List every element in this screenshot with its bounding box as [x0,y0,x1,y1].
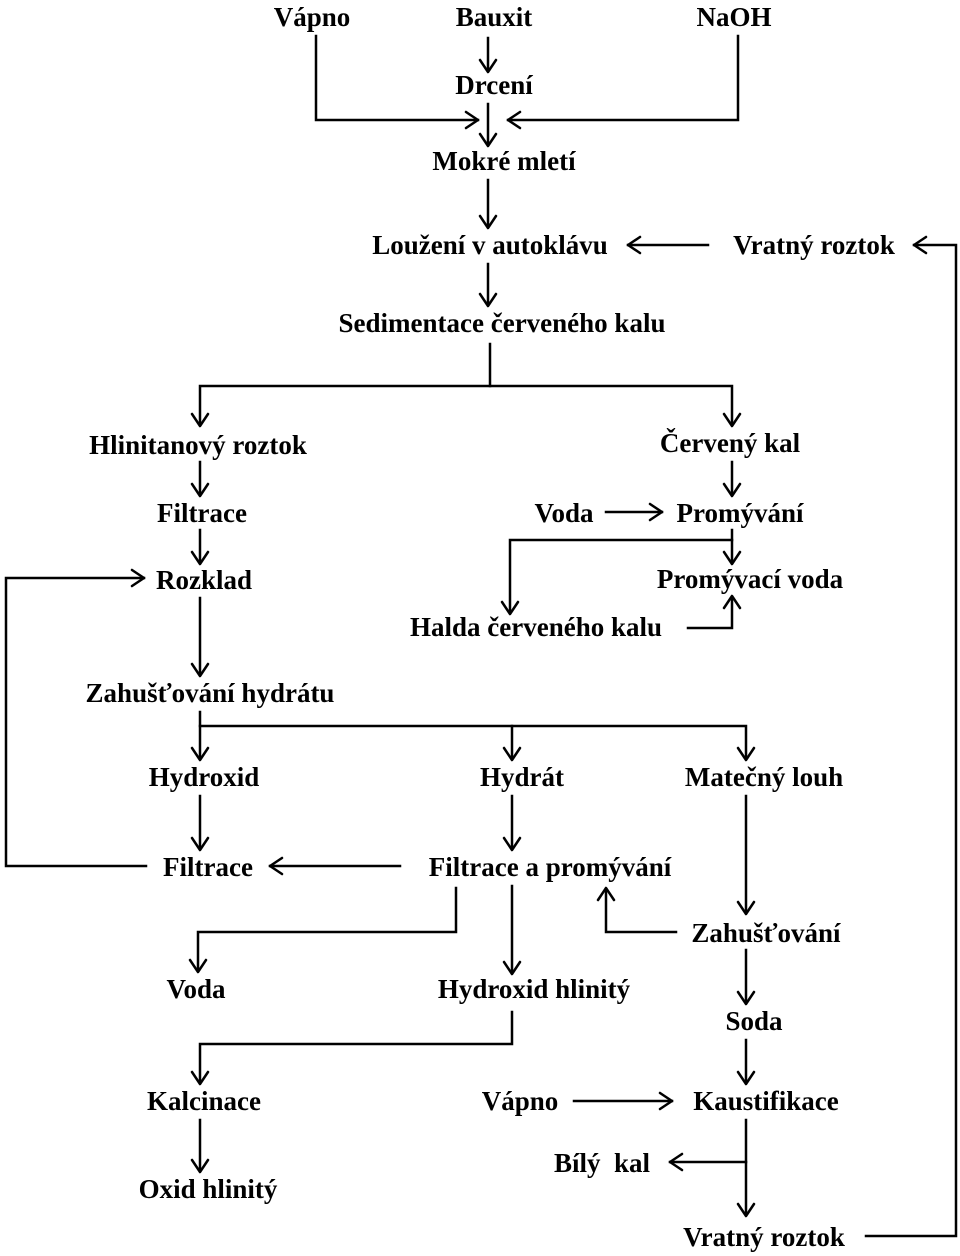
node-vapno-bottom: Vápno [482,1086,559,1116]
node-hydroxid: Hydroxid [149,762,260,792]
node-hlinitanovy-roztok: Hlinitanový roztok [89,430,307,460]
arrow-head [464,110,480,130]
arrow-head [190,1158,210,1174]
node-soda: Soda [725,1006,783,1036]
arrow-head [478,214,498,230]
arrow-head [190,412,210,428]
arrow-head [736,990,756,1006]
arrow-head [188,958,208,974]
node-promyvani: Promývání [677,498,804,528]
node-oxid-hlinity: Oxid hlinitý [139,1174,278,1204]
arrow-head [500,600,520,616]
arrow-head [190,662,210,678]
node-louzeni: Loužení v autoklávu [372,230,608,260]
node-naoh: NaOH [696,2,771,32]
node-promyvaci-voda: Promývací voda [657,564,844,594]
arrow-head [190,482,210,498]
arrow-head [736,1070,756,1086]
node-hydroxid-hlinity: Hydroxid hlinitý [438,974,631,1004]
arrow-head [668,1152,684,1172]
node-hydrat: Hydrát [480,762,564,792]
arrow-head [596,886,616,902]
arrow-head [736,1202,756,1218]
node-drceni: Drcení [455,70,533,100]
arrow-head [478,58,498,74]
node-filtrace-1: Filtrace [157,498,247,528]
arrow-head [722,594,742,610]
arrow-head [502,836,522,852]
node-filtrace-a-promyvani: Filtrace a promývání [429,852,672,882]
node-zahustovani-hydratu: Zahušťování hydrátu [86,678,335,708]
edge-hydroxid-hlinity-to-kalcinace [198,1010,514,1084]
node-voda-2: Voda [166,974,226,1004]
node-cerveny-kal: Červený kal [660,428,801,458]
node-sedimentace: Sedimentace červeného kalu [339,308,666,338]
arrow-head [648,502,664,522]
arrow-head [190,1070,210,1086]
arrow-head [506,110,522,130]
node-bauxit: Bauxit [456,2,533,32]
node-voda-1: Voda [534,498,594,528]
node-rozklad: Rozklad [156,565,252,595]
edge-naoh-to-mleti [506,34,740,122]
node-bily-kal: Bílý kal [554,1148,651,1178]
arrow-head [190,746,210,762]
arrow-head [190,836,210,852]
arrow-head [190,550,210,566]
arrow-head [478,132,498,148]
arrow-head [736,900,756,916]
arrow-head [722,482,742,498]
edge-filtrace-promyvani-to-voda [196,886,458,972]
connectors [4,34,958,1238]
nodes: Vápno Bauxit NaOH Drcení Mokré mletí Lou… [86,2,895,1252]
edge-filtrace-to-rozklad-recycle [4,576,148,868]
arrow-head [130,568,146,588]
arrow-head [478,292,498,308]
edge-promyvani-to-halda [508,538,734,614]
edge-return-loop [864,243,958,1238]
node-kaustifikace: Kaustifikace [693,1086,839,1116]
arrow-head [626,235,642,255]
node-vratny-roztok-bottom: Vratný roztok [683,1222,845,1252]
arrow-head [268,856,284,876]
edge-halda-to-promyvaci-voda [686,596,734,630]
node-zahustovani: Zahušťování [691,918,841,948]
node-vapno-top: Vápno [274,2,351,32]
node-filtrace-2: Filtrace [163,852,253,882]
arrow-head [658,1091,674,1111]
arrow-head [912,235,928,255]
edge-zahustovani-to-filtrace-promyvani [604,888,678,934]
arrow-head [502,746,522,762]
arrow-head [722,412,742,428]
node-kalcinace: Kalcinace [147,1086,261,1116]
arrow-head [502,960,522,976]
edge-vapno-to-mleti [314,34,480,122]
arrow-head [736,746,756,762]
edge-split-horizontal [198,384,734,426]
node-matecny-louh: Matečný louh [685,762,843,792]
node-mokre-mleti: Mokré mletí [432,146,576,176]
node-halda: Halda červeného kalu [410,612,662,642]
edge-zahustovani-split [198,710,748,760]
arrow-head [722,550,742,566]
node-vratny-roztok-top: Vratný roztok [733,230,895,260]
